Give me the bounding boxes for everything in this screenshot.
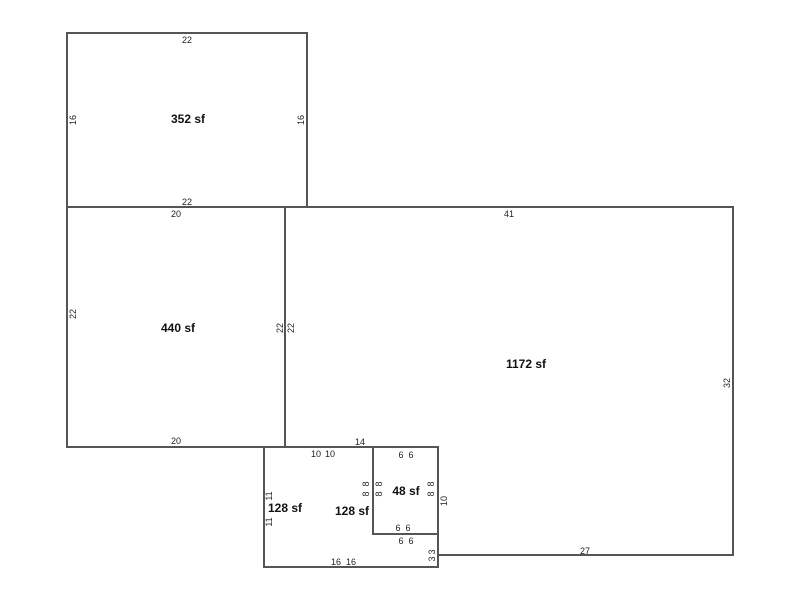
dim-main-room-right: 32: [722, 378, 732, 388]
dim-small-below-a: 6: [398, 536, 403, 546]
dim-main-room-left: 22: [286, 323, 296, 333]
dim-top-room-top: 22: [182, 35, 192, 45]
dim-small-below-b: 6: [408, 536, 413, 546]
dim-left-room-left: 22: [68, 309, 78, 319]
dim-lower-bottom-a: 16: [331, 557, 341, 567]
dim-lower-right-small: 3: [427, 556, 437, 561]
dim-lower-bottom-b: 16: [346, 557, 356, 567]
dim-main-room-bottom: 27: [580, 546, 590, 556]
main-room-outline: [284, 206, 734, 556]
dim-top-room-bottom: 22: [182, 197, 192, 207]
lower-left-area-b: 128 sf: [335, 504, 370, 518]
small-room-outline: [372, 447, 438, 535]
top-room-area: 352 sf: [171, 112, 206, 126]
dim-lower-top-b: 10: [325, 449, 335, 459]
dim-main-room-top: 41: [504, 209, 514, 219]
main-room-area: 1172 sf: [506, 357, 547, 371]
dim-left-room-bottom: 20: [171, 436, 181, 446]
dim-main-room-inner-right: 10: [439, 496, 449, 506]
dim-small-bottom-a: 6: [395, 523, 400, 533]
left-room-area: 440 sf: [161, 321, 196, 335]
dim-small-top-b: 6: [408, 450, 413, 460]
lower-left-area-a: 128 sf: [268, 501, 303, 515]
dim-left-room-top: 20: [171, 209, 181, 219]
dim-left-room-right: 22: [275, 323, 285, 333]
dim-lower-left-b: 11: [264, 517, 274, 526]
dim-small-left-b: 8: [361, 491, 371, 496]
dim-small-left-d: 8: [374, 491, 384, 496]
dim-main-room-inner-top: 14: [355, 437, 365, 447]
dim-small-bottom-b: 6: [405, 523, 410, 533]
small-room-area: 48 sf: [392, 484, 420, 498]
lower-room-outline: [263, 446, 439, 568]
dim-small-top-a: 6: [398, 450, 403, 460]
dim-small-right-a: 8: [426, 481, 436, 486]
dim-small-right-b: 8: [426, 491, 436, 496]
dim-small-left-a: 8: [361, 481, 371, 486]
dim-top-room-left: 16: [68, 115, 78, 125]
dim-small-left-c: 8: [374, 481, 384, 486]
dim-lower-left-a: 11: [264, 491, 274, 500]
dim-main-room-inner-bottom: 3: [427, 549, 437, 554]
dim-top-room-right: 16: [296, 115, 306, 125]
dim-lower-top-a: 10: [311, 449, 321, 459]
